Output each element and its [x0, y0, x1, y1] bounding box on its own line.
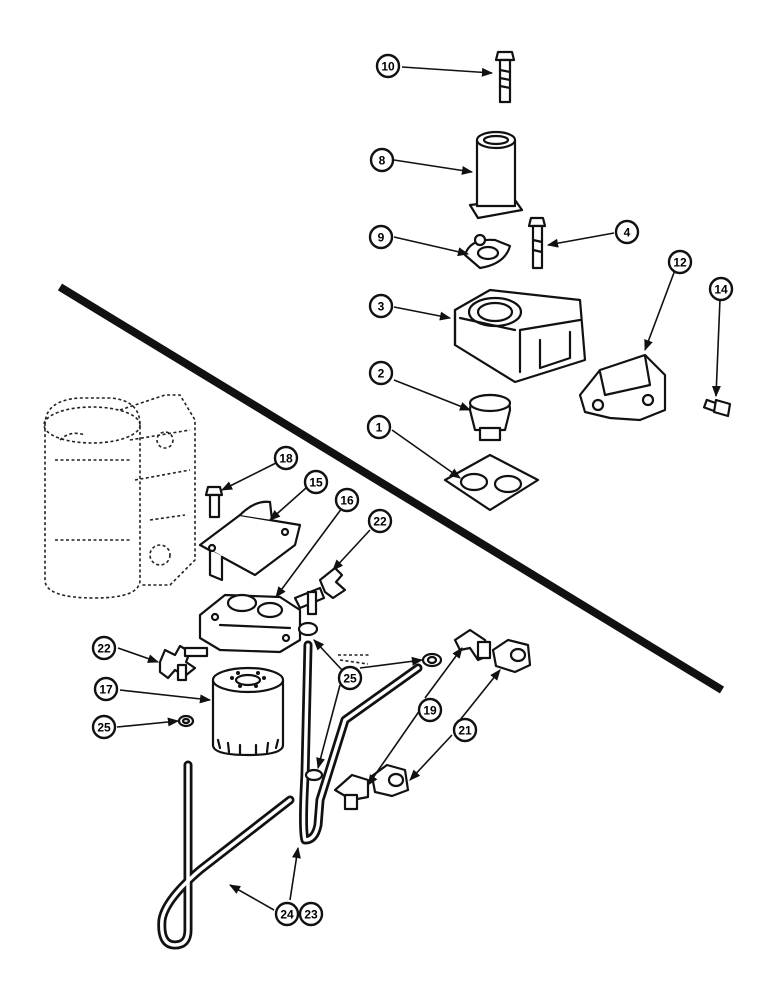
- callout-9: 9: [368, 224, 394, 250]
- callout-15: 15: [303, 469, 329, 495]
- callout-2: 2: [368, 360, 394, 386]
- callout-label: 16: [340, 494, 354, 508]
- leader-lines: [116, 66, 721, 911]
- callout-23: 23: [298, 901, 324, 927]
- callout-16: 16: [334, 487, 360, 513]
- gasket-9-part: [463, 233, 512, 270]
- drain-valve-22a-part: [293, 566, 347, 616]
- callout-label: 2: [378, 367, 385, 381]
- callout-label: 24: [280, 908, 294, 922]
- callout-10-top: 10: [375, 53, 401, 79]
- callout-label: 21: [458, 724, 472, 738]
- callout-25-center: 25: [337, 665, 363, 691]
- callout-22-left: 22: [91, 635, 117, 661]
- thermostat-2-part: [468, 393, 512, 442]
- callout-label: 23: [304, 908, 318, 922]
- callout-label: 3: [378, 300, 385, 314]
- callout-label: 17: [99, 683, 113, 697]
- callout-14: 14: [708, 276, 734, 302]
- bolt-4-part: [527, 216, 547, 270]
- adapter-21a-part: [491, 638, 532, 674]
- callout-label: 4: [624, 226, 631, 240]
- clamp-25a-part: [177, 714, 195, 728]
- callout-label: 18: [279, 452, 293, 466]
- callout-22-right: 22: [367, 508, 393, 534]
- callout-3: 3: [368, 293, 394, 319]
- hose-24-part: [157, 760, 295, 950]
- bolt-10-part: [494, 50, 516, 104]
- elbow-19a-part: [453, 628, 492, 662]
- bolt-18-part: [204, 485, 224, 519]
- plate-15-part: [198, 500, 302, 582]
- callout-17: 17: [93, 676, 119, 702]
- callout-label: 1: [376, 421, 383, 435]
- elbow-19b-part: [333, 773, 370, 811]
- bracket-12-part: [578, 353, 667, 422]
- callout-label: 19: [423, 704, 437, 718]
- callout-label: 8: [379, 154, 386, 168]
- callout-21: 21: [452, 717, 478, 743]
- callout-12: 12: [667, 249, 693, 275]
- engine-outline-phantom: [43, 394, 196, 599]
- callout-18: 18: [273, 445, 299, 471]
- separator-line: [57, 283, 725, 694]
- thermostat-housing-3-part: [453, 288, 587, 384]
- callout-25-left: 25: [91, 714, 117, 740]
- callout-label: 25: [97, 721, 111, 735]
- oil-filter-17-part: [211, 666, 285, 757]
- callout-24: 24: [274, 901, 300, 927]
- callout-label: 22: [97, 642, 111, 656]
- adapter-21b-part: [370, 763, 410, 798]
- gasket-1-part: [443, 453, 540, 512]
- callout-label: 15: [309, 476, 323, 490]
- callout-label: 25: [343, 672, 357, 686]
- callout-19: 19: [417, 697, 443, 723]
- filter-head-16-part: [198, 593, 302, 654]
- callout-label: 14: [714, 283, 728, 297]
- callout-label: 10: [381, 60, 395, 74]
- callout-8: 8: [369, 147, 395, 173]
- callout-label: 12: [673, 256, 687, 270]
- drain-valve-22b-part: [158, 644, 209, 682]
- callout-label: 22: [373, 515, 387, 529]
- callout-4: 4: [614, 219, 640, 245]
- hose-23-part: [299, 640, 423, 845]
- screw-14-part: [702, 398, 732, 418]
- clamp-25b-part: [297, 621, 443, 782]
- water-outlet-8-part: [468, 130, 524, 220]
- callout-1: 1: [366, 414, 392, 440]
- callout-label: 9: [378, 231, 385, 245]
